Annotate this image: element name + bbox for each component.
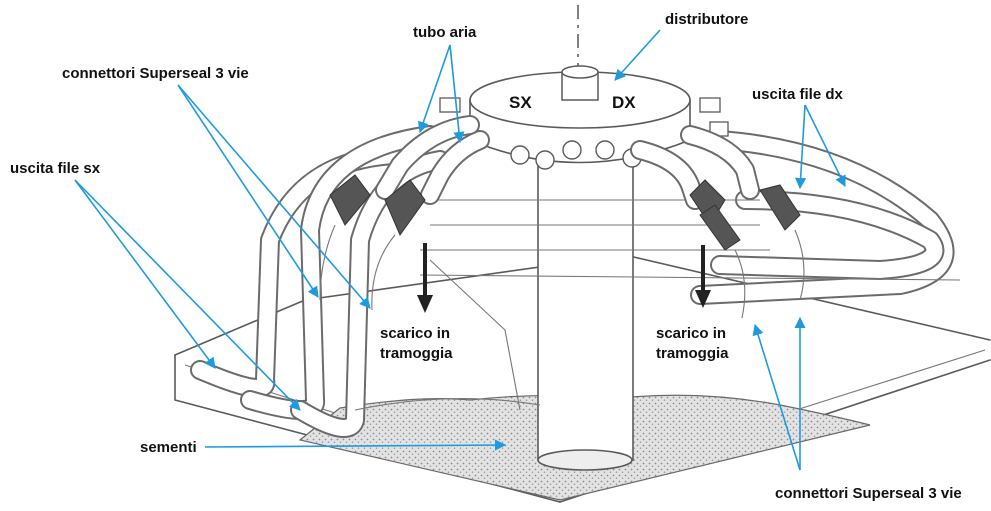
label-tubo-aria: tubo aria — [413, 24, 477, 41]
label-sementi: sementi — [140, 439, 197, 456]
label-scarico-right-2: tramoggia — [656, 345, 729, 362]
label-scarico-left-2: tramoggia — [380, 345, 453, 362]
hopper-wall — [429, 259, 521, 411]
label-dx: DX — [612, 93, 636, 112]
right-pipes — [690, 130, 955, 305]
label-connettori-top: connettori Superseal 3 vie — [62, 65, 249, 82]
funnel-edge — [354, 398, 541, 411]
leader-uscita-sx-1 — [74, 179, 216, 369]
arrow-down-icon — [695, 245, 711, 308]
leader-sementi — [204, 439, 507, 451]
label-uscita-dx: uscita file dx — [752, 86, 844, 103]
leader-connettori-2 — [177, 84, 371, 309]
leader-distributore — [614, 29, 661, 81]
leader-connettori-bottom-1 — [752, 323, 801, 471]
leader-uscita-dx-1 — [795, 104, 807, 190]
distributor-head — [439, 65, 729, 170]
central-column — [537, 154, 634, 471]
sensors — [319, 174, 805, 319]
label-scarico-left-1: scarico in — [380, 325, 450, 342]
label-uscita-sx: uscita file sx — [10, 160, 101, 177]
arrow-down-icon — [417, 243, 433, 313]
label-sx: SX — [509, 93, 532, 112]
label-distributore: distributore — [665, 11, 748, 28]
leader-tubo-aria-2 — [449, 44, 465, 144]
label-scarico-right-1: scarico in — [656, 325, 726, 342]
label-connettori-bottom: connettori Superseal 3 vie — [775, 485, 962, 502]
leader-tubo-aria-1 — [417, 44, 451, 134]
leader-uscita-sx-2 — [74, 179, 301, 411]
leader-uscita-dx-2 — [804, 104, 846, 188]
leader-connettori-1 — [177, 84, 319, 298]
leader-lines — [74, 29, 846, 471]
left-pipes — [190, 125, 450, 438]
outlet-hoses — [375, 115, 760, 210]
